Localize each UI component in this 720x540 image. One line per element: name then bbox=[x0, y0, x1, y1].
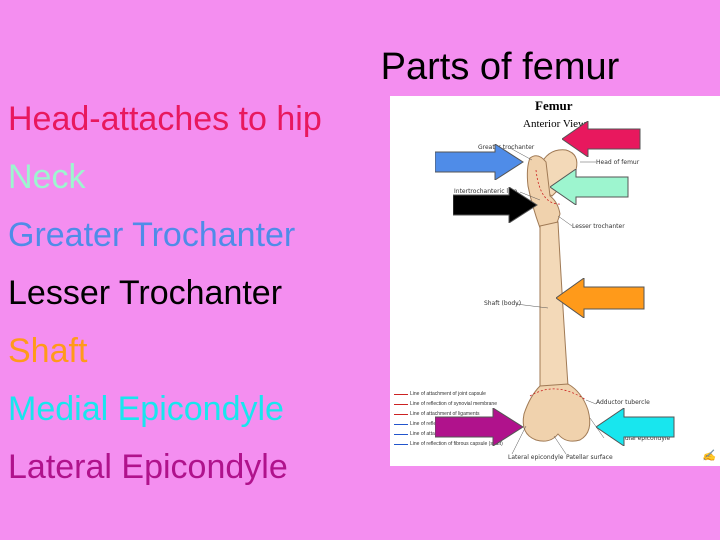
lesser-trochanter-arrow-shape bbox=[453, 187, 538, 223]
term-lesser-trochanter: Lesser Trochanter bbox=[8, 274, 283, 312]
label-greater-trochanter: Greater trochanter bbox=[478, 144, 535, 151]
legend-swatch bbox=[394, 414, 408, 415]
legend-swatch bbox=[394, 424, 408, 425]
label-medial-epicondyle: Medial epicondyle bbox=[616, 435, 671, 442]
legend-swatch bbox=[394, 404, 408, 405]
term-list: Head-attaches to hip Neck Greater Trocha… bbox=[8, 90, 322, 496]
label-lateral-epicondyle: Lateral epicondyle bbox=[508, 454, 564, 461]
label-shaft: Shaft (body) bbox=[484, 300, 522, 307]
lesser-trochanter-arrow bbox=[453, 187, 538, 223]
legend-item: Line of attachment of ligaments bbox=[410, 411, 480, 417]
term-greater-trochanter: Greater Trochanter bbox=[8, 216, 296, 254]
shaft-arrow-shape bbox=[556, 278, 645, 318]
term-head: Head-attaches to hip bbox=[8, 100, 322, 138]
legend-swatch bbox=[394, 444, 408, 445]
shaft-arrow bbox=[556, 278, 645, 318]
legend-swatch bbox=[394, 394, 408, 395]
greater-trochanter-arrow bbox=[435, 144, 524, 180]
medial-epicondyle-arrow-shape bbox=[596, 408, 675, 446]
femur-bone-illustration bbox=[509, 147, 605, 455]
legend-item: Line of reflection of synovial membrane bbox=[410, 401, 497, 407]
slide-title: Parts of femur bbox=[380, 46, 620, 88]
term-lateral-epicondyle: Lateral Epicondyle bbox=[8, 448, 288, 486]
legend-item: Line of attachment of joint capsule bbox=[410, 391, 486, 397]
legend-item: Line of reflection of fibrous capsule (s… bbox=[410, 441, 503, 447]
legend-swatch bbox=[394, 434, 408, 435]
artist-signature: ✍ bbox=[702, 449, 716, 462]
label-lesser-trochanter: Lesser trochanter bbox=[572, 223, 625, 230]
label-head: Head of femur bbox=[596, 159, 640, 166]
term-shaft: Shaft bbox=[8, 332, 88, 370]
medial-epicondyle-arrow bbox=[596, 408, 675, 446]
label-adductor: Adductor tubercle bbox=[596, 399, 650, 406]
lateral-epicondyle-arrow bbox=[435, 408, 524, 446]
label-intertrochanteric: Intertrochanteric line bbox=[454, 188, 518, 195]
term-medial-epicondyle: Medial Epicondyle bbox=[8, 390, 284, 428]
neck-arrow-shape bbox=[550, 169, 629, 205]
greater-trochanter-arrow-shape bbox=[435, 144, 524, 180]
figure-title: Femur bbox=[535, 98, 573, 113]
head-arrow-shape bbox=[562, 121, 641, 157]
lateral-epicondyle-arrow-shape bbox=[435, 408, 524, 446]
label-patellar-surface: Patellar surface bbox=[566, 454, 613, 461]
head-arrow bbox=[562, 121, 641, 157]
figure-subtitle: Anterior View bbox=[523, 118, 586, 130]
neck-arrow bbox=[550, 169, 629, 205]
term-neck: Neck bbox=[8, 158, 86, 196]
